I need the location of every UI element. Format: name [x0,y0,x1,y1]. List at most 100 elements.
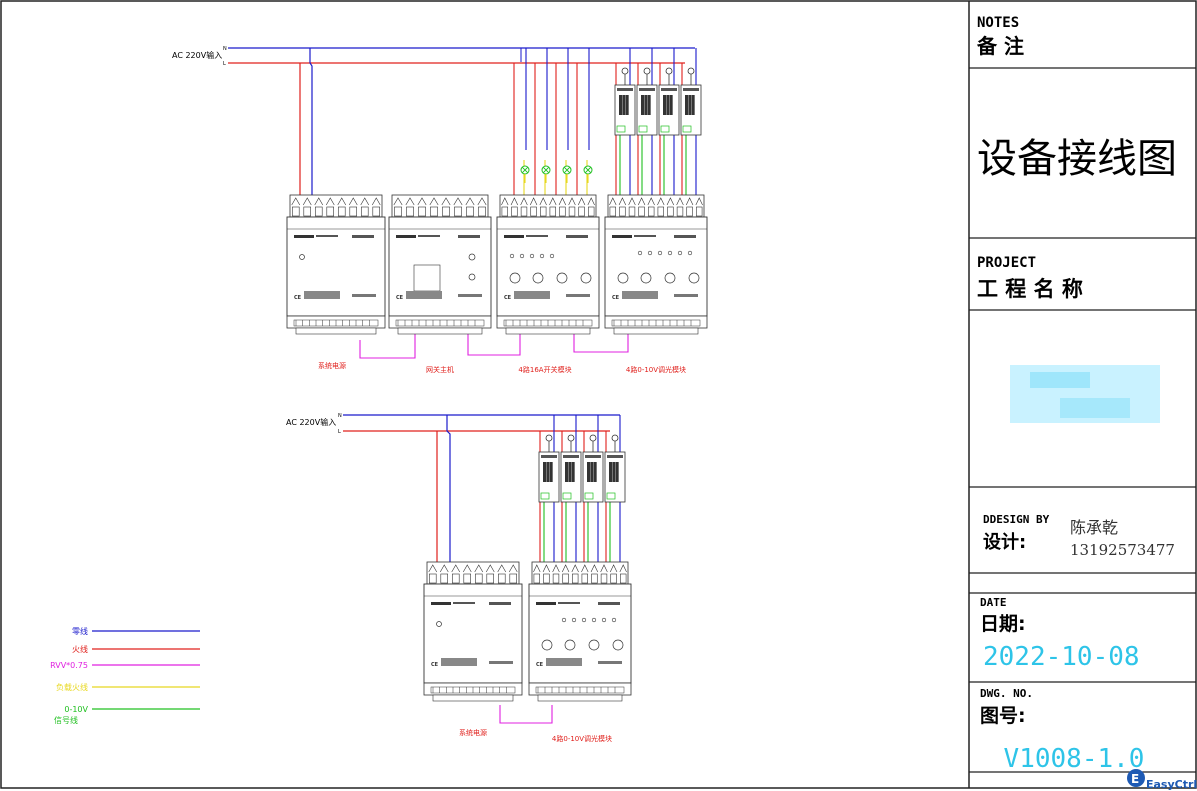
terminal-slot [552,573,560,584]
terminal-slot [326,206,334,217]
driver-dim-terminal [540,492,550,500]
terminal-slot [676,206,684,217]
terminal-screw-cap [618,197,627,206]
terminal-screw-cap [609,564,618,573]
driver-text [549,462,553,482]
terminal-screw-cap [371,197,381,206]
terminal-slot [581,573,588,584]
module-button [468,253,476,261]
driver-text [543,462,546,482]
terminal-slot [372,206,380,217]
din-clip [505,327,591,335]
terminal-screw-cap [587,197,595,206]
driver-text [619,95,622,115]
model-text [489,661,513,664]
lamp-symbol [583,165,593,175]
model-text [352,294,376,297]
easyctrl-logo: E EasyCtrl [1127,769,1197,791]
lamp-cross [542,166,550,174]
driver-text [565,462,568,482]
terminal-slot [418,206,426,217]
project-en: PROJECT [977,255,1036,271]
module-button [612,639,624,651]
terminal-slot [451,573,460,584]
top-input-label: AC 220V输入 [172,50,222,60]
model-text [598,661,622,664]
terminal-screw-cap [510,197,519,206]
module-led [509,253,515,259]
terminal-screw-cap [529,197,538,206]
module-led [539,253,545,259]
light-fixture [545,434,553,442]
terminal-slot [562,573,569,584]
led-driver [538,434,560,503]
terminal-slot [360,206,369,217]
terminal-slot [291,206,300,217]
terminal-screw-cap [552,564,560,573]
terminal-screw-cap [676,197,684,206]
terminal-screw-cap [314,197,324,206]
terminal-slot [463,573,471,584]
terminal-slot [620,573,627,584]
brand-text [418,235,440,237]
terminal-screw-cap [590,564,599,573]
terminal-slot [533,573,540,584]
driver-text [593,462,597,482]
design-cn: 设计: [983,531,1026,553]
module-button [640,272,652,284]
driver-label [661,88,677,91]
terminal-slot [619,206,626,217]
driver-text [691,95,695,115]
module-led [591,617,597,623]
module-led [549,253,555,259]
led-driver [680,67,702,136]
dwg-cn: 图号: [980,705,1026,727]
brand-text [316,235,338,237]
led-driver [658,67,680,136]
terminal-screw-cap [561,564,570,573]
brand-logo [674,235,696,238]
driver-dim-terminal [606,492,616,500]
terminal-slot [442,206,450,217]
driver-text [641,95,644,115]
terminal-slot [696,206,703,217]
brand-mark [536,602,556,605]
brand-logo [489,602,511,605]
lamp-symbol [541,165,551,175]
lamp-cross [563,166,571,174]
module-body [423,583,523,684]
terminal-slot [530,206,537,217]
model-text [458,294,482,297]
terminal-slot [509,573,517,584]
terminal-screw-cap [465,197,475,206]
driver-dim-terminal [638,125,648,133]
terminal-screw-cap [348,197,358,206]
dwg-en: DWG. NO. [980,687,1033,700]
drawing-title: 设备接线图 [977,136,1177,182]
svg-text:E: E [1131,772,1139,786]
module-led [529,253,535,259]
driver-text [688,95,692,115]
terminal-slot [520,206,528,217]
terminal-screw-cap [429,197,439,206]
terminal-slot [572,573,579,584]
driver-text [568,462,572,482]
terminal-screw-cap [428,564,438,573]
module-button [688,272,700,284]
terminal-slot [638,206,645,217]
module-button [588,639,600,651]
terminal-screw-cap [337,197,347,206]
terminal-screw-cap [657,197,665,206]
bottom-module-dimmer-010v: CE [528,561,632,702]
driver-label [683,88,699,91]
led-driver [560,434,582,503]
terminal-screw-cap [393,197,403,206]
module-system-power: CE [286,194,386,335]
driver-text [546,462,550,482]
driver-text [587,462,590,482]
driver-label [617,88,633,91]
legend-label: 火线 [72,644,88,654]
terminal-slot [428,573,437,584]
module-dimmer-010v: CE [604,194,708,335]
